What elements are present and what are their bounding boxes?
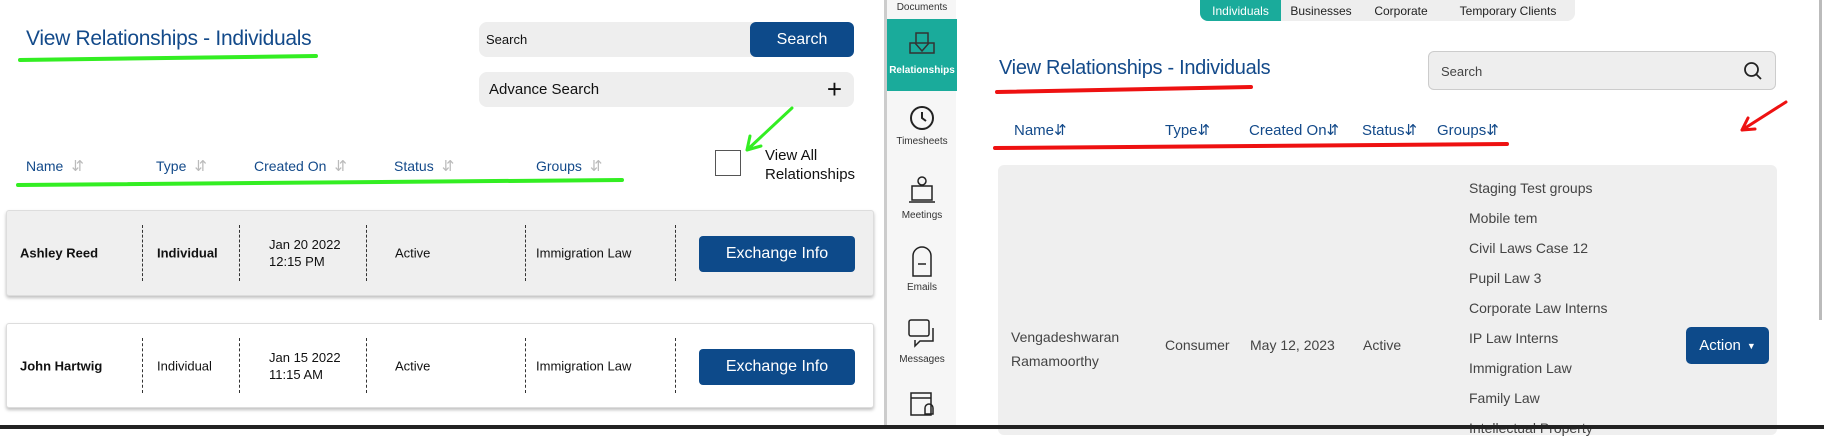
tab-bar: Individuals Businesses Corporate Tempora…: [1200, 0, 1575, 21]
handshake-icon: [909, 32, 935, 54]
sidebar-item-relationships[interactable]: Relationships: [887, 19, 957, 91]
sort-icon: ⇵: [334, 158, 347, 175]
red-underline-title: [995, 85, 1253, 94]
row-group: Immigration Law: [536, 358, 632, 373]
advance-search-toggle[interactable]: Advance Search +: [479, 72, 854, 107]
tab-individuals[interactable]: Individuals: [1200, 0, 1281, 21]
sort-created-on[interactable]: Created On⇵: [254, 158, 347, 175]
row-status: Active: [395, 358, 431, 373]
row-status: Active: [1363, 337, 1402, 353]
sort-icon: ⇵: [1054, 122, 1067, 139]
row-created: May 12, 2023: [1250, 337, 1335, 353]
caret-down-icon: ▼: [1746, 340, 1756, 351]
sidebar-item-calendar[interactable]: [887, 390, 957, 424]
group-item: IP Law Interns: [1469, 330, 1559, 346]
sort-created-on[interactable]: Created On⇵: [1249, 122, 1340, 139]
mailbox-icon: [912, 246, 932, 277]
row-status: Active: [395, 245, 431, 261]
sort-name[interactable]: Name⇵: [26, 158, 84, 175]
row-type: Individual: [157, 358, 212, 373]
group-item: Staging Test groups: [1469, 180, 1593, 196]
view-all-checkbox[interactable]: [715, 150, 741, 176]
row-group: Immigration Law: [536, 245, 632, 261]
green-arrow: [745, 106, 794, 152]
sort-icon: ⇵: [589, 158, 603, 175]
group-item: Immigration Law: [1469, 360, 1572, 376]
red-underline-headers: [993, 142, 1509, 150]
group-item: Mobile tem: [1469, 210, 1538, 226]
sort-icon: ⇵: [1197, 122, 1211, 139]
search-input[interactable]: Search: [1428, 51, 1776, 90]
red-arrow: [1740, 100, 1788, 132]
sort-type[interactable]: Type⇵: [156, 158, 207, 175]
meeting-icon: [909, 176, 935, 203]
sidebar: Documents Relationships Timesheets Meeti…: [886, 0, 957, 425]
sidebar-item-emails[interactable]: Emails: [887, 246, 957, 293]
panel-divider: [884, 0, 886, 425]
sidebar-item-timesheets[interactable]: Timesheets: [887, 102, 957, 147]
tab-temporary-clients[interactable]: Temporary Clients: [1459, 3, 1557, 18]
group-item: Family Law: [1469, 390, 1540, 406]
plus-icon: +: [826, 74, 842, 104]
calendar-bell-icon: [910, 392, 934, 416]
sort-name[interactable]: Name⇵: [1014, 122, 1067, 139]
group-item: Corporate Law Interns: [1469, 300, 1608, 316]
sidebar-item-meetings[interactable]: Meetings: [887, 174, 957, 221]
row-type: Consumer: [1165, 337, 1230, 353]
green-underline-headers: [16, 178, 624, 187]
search-placeholder: Search: [1441, 64, 1483, 79]
sidebar-item-messages[interactable]: Messages: [887, 318, 957, 365]
sort-icon: ⇵: [71, 158, 84, 175]
page-title: View Relationships - Individuals: [26, 27, 312, 50]
group-item: Pupil Law 3: [1469, 270, 1542, 286]
search-box[interactable]: Search Search: [479, 22, 854, 57]
sort-status[interactable]: Status⇵: [394, 158, 455, 175]
sort-status[interactable]: Status⇵: [1362, 122, 1418, 139]
action-dropdown-button[interactable]: Action▼: [1686, 327, 1769, 364]
sort-groups[interactable]: Groups⇵: [536, 158, 603, 175]
sort-icon: ⇵: [1326, 122, 1340, 139]
search-icon[interactable]: [1743, 61, 1763, 81]
sort-icon: ⇵: [1486, 122, 1499, 139]
search-input[interactable]: Search: [486, 32, 528, 47]
sidebar-item-documents[interactable]: Documents: [887, 2, 957, 14]
chat-icon: [908, 319, 934, 348]
page-title: View Relationships - Individuals: [999, 57, 1271, 79]
sort-icon: ⇵: [1404, 122, 1418, 139]
row-name: Ashley Reed: [20, 245, 99, 261]
exchange-info-button[interactable]: Exchange Info: [699, 349, 855, 385]
search-button[interactable]: Search: [750, 22, 854, 57]
row-type: Individual: [157, 245, 218, 261]
advance-search-label: Advance Search: [489, 81, 600, 98]
sort-icon: ⇵: [441, 158, 455, 175]
sort-groups[interactable]: Groups⇵: [1437, 122, 1499, 139]
exchange-info-button[interactable]: Exchange Info: [699, 236, 855, 272]
sort-type[interactable]: Type⇵: [1165, 122, 1211, 139]
row-name: John Hartwig: [20, 358, 103, 373]
sort-icon: ⇵: [194, 158, 207, 175]
green-underline-title: [18, 54, 318, 62]
tab-businesses[interactable]: Businesses: [1290, 3, 1352, 18]
tab-corporate[interactable]: Corporate: [1374, 3, 1428, 18]
scrollbar[interactable]: [1819, 0, 1822, 320]
sidebar-item-label: Documents: [896, 2, 948, 13]
timer-icon: [910, 106, 934, 130]
group-item: Civil Laws Case 12: [1469, 240, 1589, 256]
bottom-bar: [0, 425, 1824, 429]
